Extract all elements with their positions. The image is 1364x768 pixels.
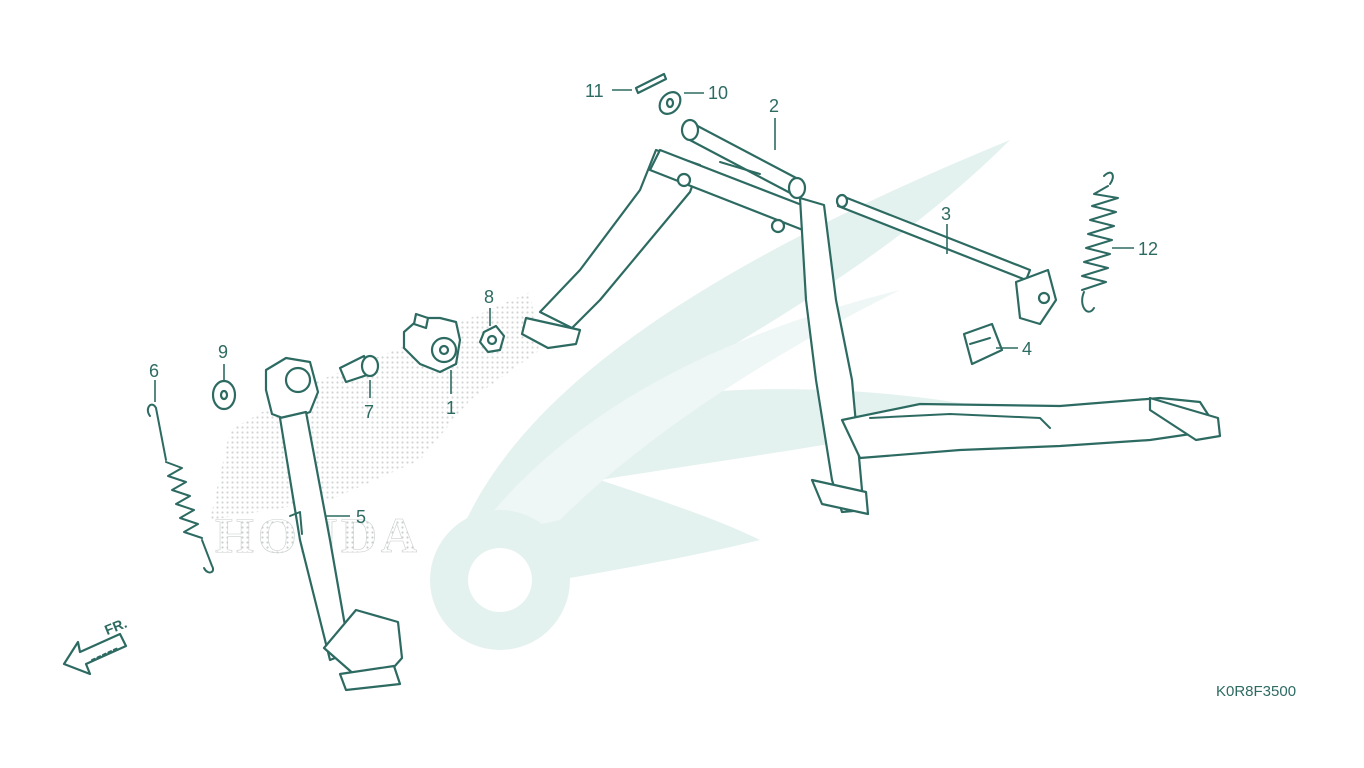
stand-shaft [835,193,1058,326]
main-stand [520,118,1222,516]
callout-6: 6 [149,361,159,381]
front-direction-arrow: FR. [62,615,129,676]
callout-7: 7 [364,402,374,422]
bolt-pin [634,72,668,95]
callout-5: 5 [356,507,366,527]
diagram-code: K0R8F3500 [1216,683,1296,700]
main-stand-spring [1081,171,1119,313]
leader-lines [154,89,1134,517]
side-stand-bracket [402,312,462,374]
callout-3: 3 [941,204,951,224]
washer-10 [658,91,682,115]
callout-10: 10 [708,83,728,103]
side-stand-spring [146,403,214,574]
callout-4: 4 [1022,339,1032,359]
honda-wing-watermark [430,140,1010,650]
callout-11: 11 [585,81,604,101]
side-stand [264,356,404,692]
front-direction-label: FR. [102,615,129,638]
pivot-bolt [338,354,380,384]
callout-1: 1 [446,398,456,418]
callout-8: 8 [484,287,494,307]
stopper-rubber [962,322,1004,366]
callout-labels: 1 2 3 4 5 6 7 8 9 10 11 12 [149,81,1158,527]
callout-2: 2 [769,96,779,116]
callout-12: 12 [1138,239,1158,259]
washer-9 [211,379,237,411]
callout-9: 9 [218,342,228,362]
nut-8 [478,324,506,354]
